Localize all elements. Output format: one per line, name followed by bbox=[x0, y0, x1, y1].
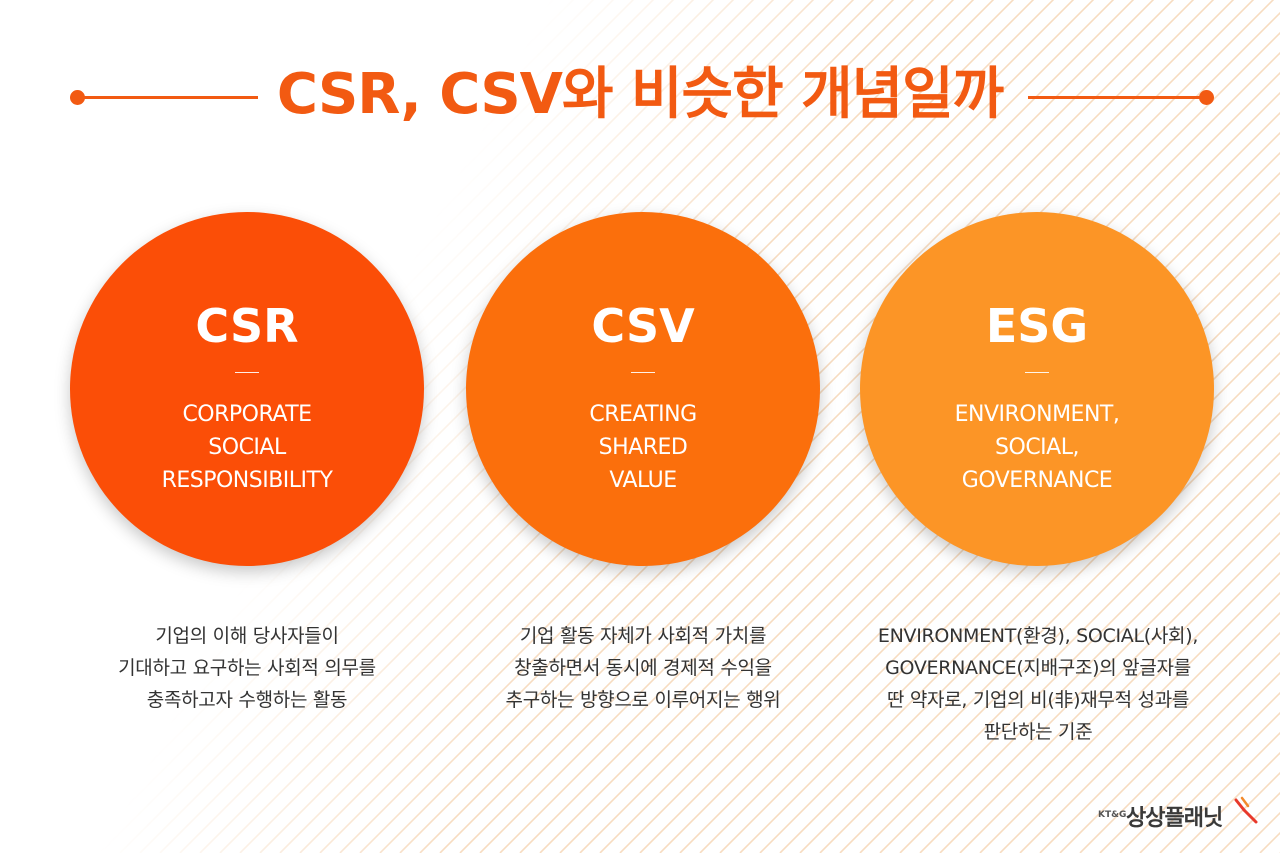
concept-divider bbox=[631, 372, 655, 373]
concept-divider bbox=[1025, 372, 1049, 373]
concept-code: CSV bbox=[591, 299, 695, 353]
concept-full-name: CORPORATE SOCIAL RESPONSIBILITY bbox=[161, 402, 333, 493]
concept-description-csv: 기업 활동 자체가 사회적 가치를 창출하면서 동시에 경제적 수익을 추구하는… bbox=[505, 625, 781, 711]
title-bar: CSR, CSV와 비슷한 개념일까 bbox=[0, 58, 1280, 138]
brand-logo: KT&G 상상플래닛 bbox=[1098, 796, 1258, 840]
concept-divider bbox=[235, 372, 259, 373]
concept-full-name: ENVIRONMENT, SOCIAL, GOVERNANCE bbox=[954, 402, 1120, 493]
planet-spark-icon bbox=[1234, 796, 1258, 824]
concept-description-csr: 기업의 이해 당사자들이 기대하고 요구하는 사회적 의무를 충족하고자 수행하… bbox=[118, 625, 376, 711]
logo-name: 상상플래닛 bbox=[1126, 806, 1223, 831]
logo-prefix: KT&G bbox=[1098, 810, 1127, 820]
title-right-rule bbox=[1028, 96, 1206, 99]
concept-code: CSR bbox=[195, 299, 299, 353]
concept-circle-csv: CSV CREATING SHARED VALUE bbox=[466, 212, 820, 566]
title-left-dot bbox=[70, 90, 85, 105]
concept-code: ESG bbox=[985, 299, 1089, 353]
title-right-dot bbox=[1199, 90, 1214, 105]
page-title: CSR, CSV와 비슷한 개념일까 bbox=[276, 62, 1004, 127]
title-left-rule bbox=[78, 96, 258, 99]
concept-circle-esg: ESG ENVIRONMENT, SOCIAL, GOVERNANCE bbox=[860, 212, 1214, 566]
concept-description-esg: ENVIRONMENT(환경), SOCIAL(사회), GOVERNANCE(… bbox=[877, 625, 1199, 743]
concept-circle-csr: CSR CORPORATE SOCIAL RESPONSIBILITY bbox=[70, 212, 424, 566]
concept-full-name: CREATING SHARED VALUE bbox=[589, 402, 697, 493]
